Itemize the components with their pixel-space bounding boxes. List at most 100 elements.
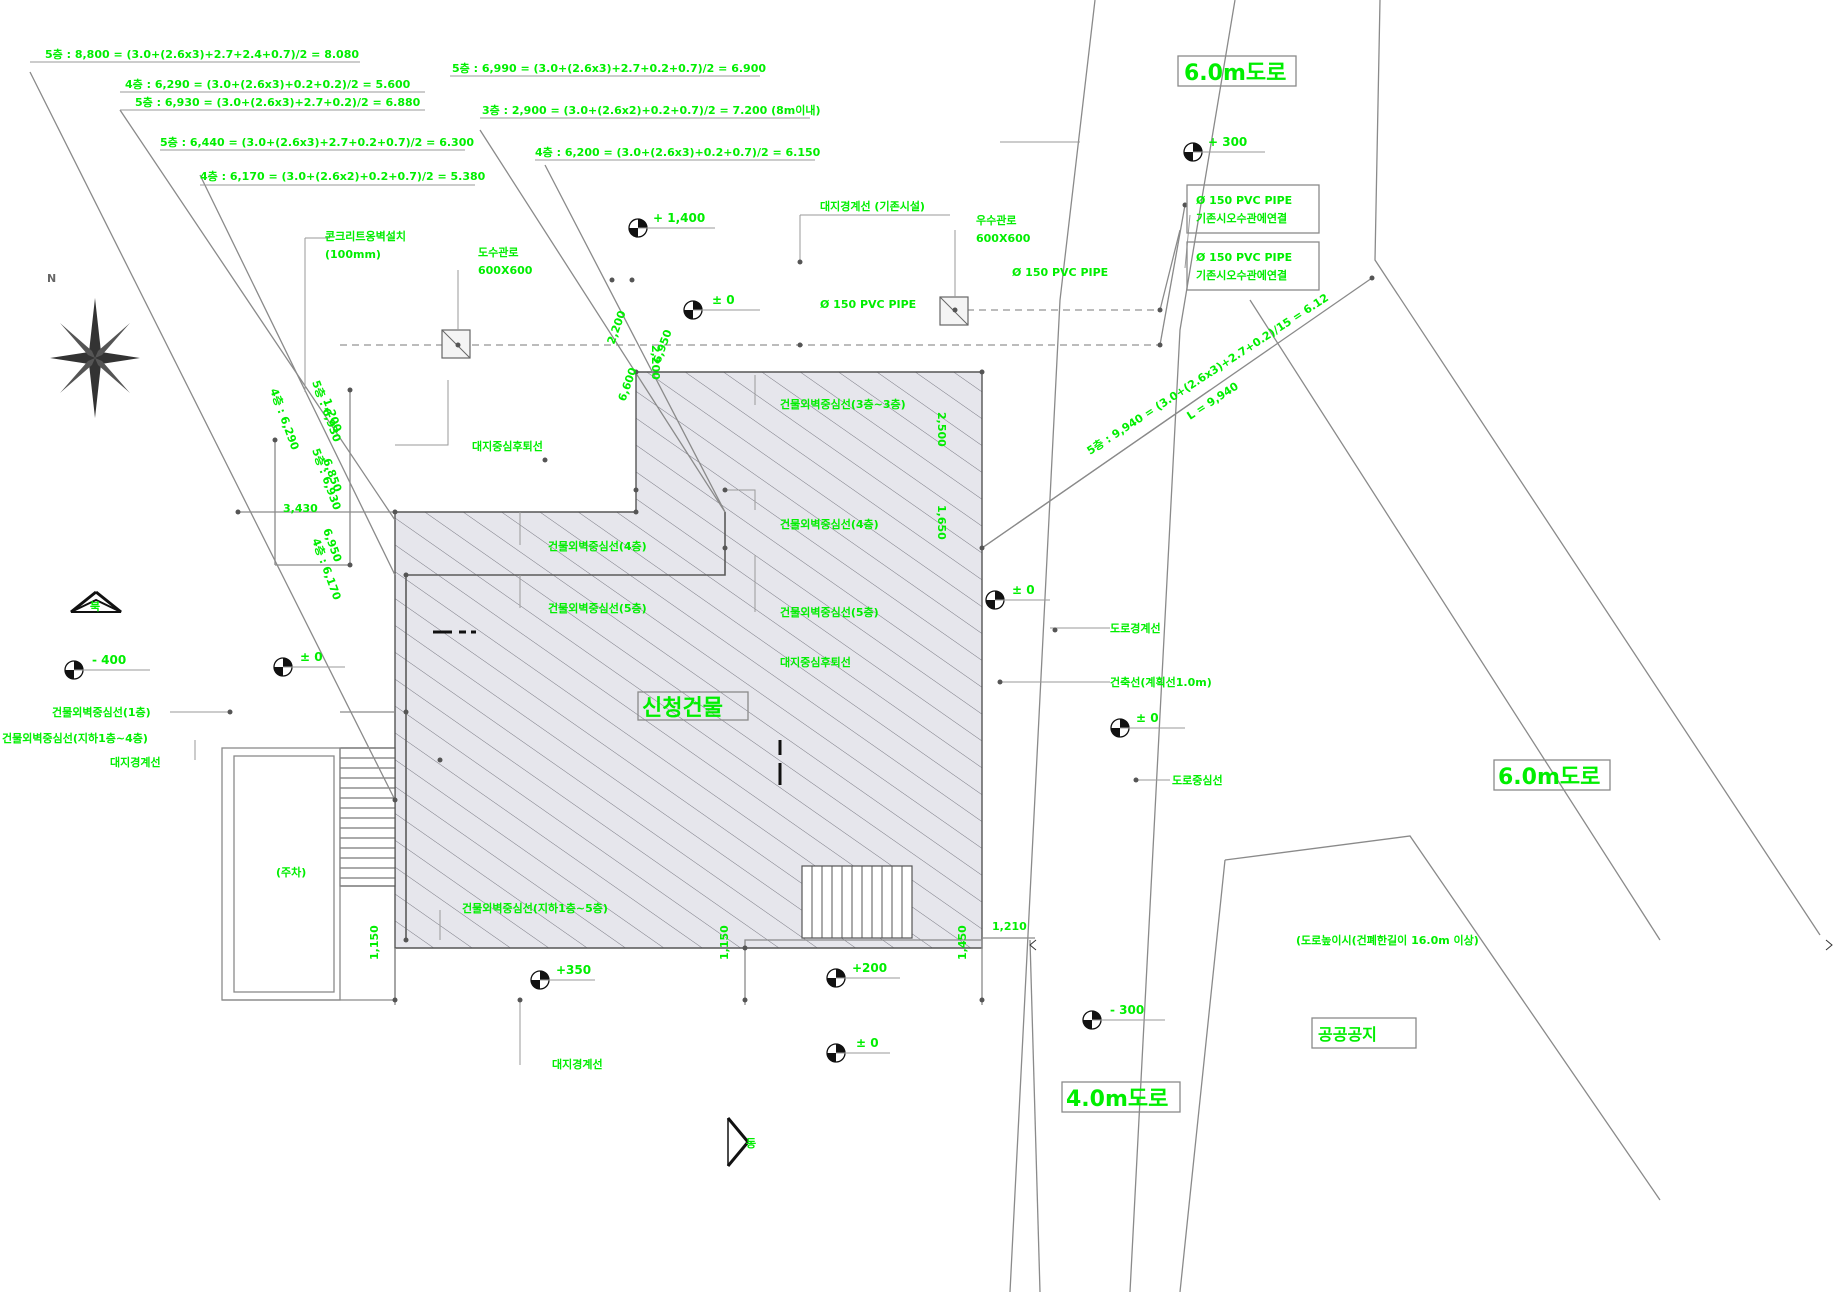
survey-point bbox=[1133, 777, 1139, 783]
road-center-label: 도로중심선 bbox=[1172, 773, 1223, 787]
wall-5f-right-label: 건물외벽중심선(5층) bbox=[780, 605, 879, 619]
dim-5: 2,500 bbox=[935, 412, 948, 447]
wall-4f-right-label: 건물외벽중심선(4층) bbox=[780, 517, 879, 531]
survey-point bbox=[403, 709, 409, 715]
dim-9: 1,150 bbox=[718, 925, 731, 960]
stairs-left bbox=[339, 747, 396, 887]
level-10: ± 0 bbox=[856, 1036, 879, 1050]
survey-point bbox=[455, 342, 461, 348]
dim-7: 3,430 bbox=[283, 502, 318, 515]
survey-point bbox=[517, 997, 523, 1003]
survey-point bbox=[403, 572, 409, 578]
survey-point bbox=[347, 387, 353, 393]
dim-10: 1,450 bbox=[956, 925, 969, 960]
survey-point bbox=[272, 437, 278, 443]
south-label: 동 bbox=[746, 1137, 756, 1150]
catch-basin-left: 도수관로 bbox=[478, 245, 518, 259]
formula-1: 5층 : 8,800 = (3.0+(2.6x3)+2.7+2.4+0.7)/2… bbox=[45, 47, 359, 61]
pipe-note-2: 기존시오수관에연결 bbox=[1196, 268, 1287, 282]
survey-point bbox=[742, 945, 748, 951]
level-8: +350 bbox=[556, 963, 591, 977]
leader-lines bbox=[30, 61, 1191, 1065]
north-arrow-icon: N bbox=[47, 272, 140, 418]
survey-point bbox=[227, 709, 233, 715]
survey-point bbox=[997, 679, 1003, 685]
west-direction-icon: 북 bbox=[70, 590, 122, 614]
pipe-label-4: Ø 150 PVC PIPE bbox=[820, 298, 916, 311]
concrete-wall-label: 콘크리트옹벽설치 bbox=[325, 229, 406, 243]
pipe-note-1: 기존시오수관에연결 bbox=[1196, 211, 1287, 225]
road-label-ne: 6.0m도로 bbox=[1184, 61, 1286, 86]
level-1: + 300 bbox=[1208, 135, 1247, 149]
survey-point bbox=[979, 545, 985, 551]
building-label: 신청건물 bbox=[642, 696, 723, 721]
dim-16: 4층 : 6,290 bbox=[267, 386, 302, 452]
site-center-2-label: 대지중심후퇴선 bbox=[780, 655, 851, 669]
survey-point bbox=[1052, 627, 1058, 633]
road-note: (도로높이시(건폐한길이 16.0m 이상) bbox=[1296, 933, 1479, 947]
survey-points bbox=[227, 202, 1375, 1003]
site-center-line-label: 대지중심후퇴선 bbox=[472, 439, 543, 453]
pipe-label-3: Ø 150 PVC PIPE bbox=[1012, 266, 1108, 279]
drainage-pipes bbox=[340, 204, 1186, 359]
formula-6: 5층 : 6,990 = (3.0+(2.6x3)+2.7+0.2+0.7)/2… bbox=[452, 61, 766, 75]
survey-point bbox=[722, 545, 728, 551]
survey-point bbox=[1182, 202, 1188, 208]
formula-3: 5층 : 6,930 = (3.0+(2.6x3)+2.7+0.2)/2 = 6… bbox=[135, 95, 421, 109]
road-boundary-label: 도로경계선 bbox=[1110, 621, 1161, 635]
stairs-bottom bbox=[801, 865, 913, 939]
survey-point bbox=[542, 457, 548, 463]
survey-point bbox=[742, 997, 748, 1003]
south-direction-icon: 동 bbox=[726, 1117, 756, 1167]
formula-9: 5층 : 9,940 = (3.0+(2.6x3)+2.7+0.2)/15 = … bbox=[1084, 290, 1331, 457]
site-lines bbox=[29, 71, 1373, 1005]
survey-point bbox=[1157, 342, 1163, 348]
survey-point bbox=[347, 562, 353, 568]
level-leaders bbox=[74, 151, 1265, 1054]
road-label-s: 4.0m도로 bbox=[1066, 1087, 1168, 1112]
level-4: ± 0 bbox=[1012, 583, 1035, 597]
building-line-label: 건축선(계획선1.0m) bbox=[1110, 675, 1212, 689]
formula-7: 3층 : 2,900 = (3.0+(2.6x2)+0.2+0.7)/2 = 7… bbox=[482, 103, 821, 117]
survey-point bbox=[403, 937, 409, 943]
survey-point bbox=[629, 277, 635, 283]
level-7: ± 0 bbox=[1136, 711, 1159, 725]
survey-point bbox=[797, 342, 803, 348]
dim-11: 1,210 bbox=[992, 920, 1027, 933]
survey-point bbox=[392, 509, 398, 515]
formula-5: 4층 : 6,170 = (3.0+(2.6x2)+0.2+0.7)/2 = 5… bbox=[200, 169, 486, 183]
survey-point bbox=[633, 487, 639, 493]
level-3: ± 0 bbox=[712, 293, 735, 307]
catch-basin-left-size: 600X600 bbox=[478, 264, 533, 277]
wall-5f-left-label: 건물외벽중심선(5층) bbox=[548, 601, 647, 615]
dim-6: 1,650 bbox=[935, 505, 948, 540]
level-5: - 400 bbox=[92, 653, 126, 667]
public-land-label: 공공공지 bbox=[1318, 1025, 1377, 1044]
catch-basin-right-size: 600X600 bbox=[976, 232, 1031, 245]
road-lines bbox=[1009, 0, 1821, 1292]
formula-8: 4층 : 6,200 = (3.0+(2.6x3)+0.2+0.7)/2 = 6… bbox=[535, 145, 821, 159]
level-9: +200 bbox=[852, 961, 887, 975]
wall-3f-label: 건물외벽중심선(3층~3층) bbox=[780, 397, 906, 411]
parking-label: (주차) bbox=[276, 865, 306, 879]
boundary-bottom-label: 대지경계선 bbox=[552, 1057, 603, 1071]
survey-point bbox=[952, 307, 958, 313]
survey-point bbox=[392, 797, 398, 803]
survey-point bbox=[633, 509, 639, 515]
concrete-wall-sub: (100mm) bbox=[325, 248, 381, 261]
survey-point bbox=[1157, 307, 1163, 313]
survey-point bbox=[609, 277, 615, 283]
wall-4f-left-label: 건물외벽중심선(4층) bbox=[548, 539, 647, 553]
level-6: ± 0 bbox=[300, 650, 323, 664]
boundary-top-label: 대지경계선 (기존시설) bbox=[820, 199, 925, 213]
pipe-label-1: Ø 150 PVC PIPE bbox=[1196, 194, 1292, 207]
boundary-left-label: 대지경계선 bbox=[110, 755, 161, 769]
road-label-e: 6.0m도로 bbox=[1498, 765, 1600, 790]
survey-point bbox=[979, 369, 985, 375]
road-label-boxes bbox=[637, 55, 1611, 1113]
survey-point bbox=[633, 369, 639, 375]
wall-bottom-label: 건물외벽중심선(지하1층~5층) bbox=[462, 901, 608, 915]
level-11: - 300 bbox=[1110, 1003, 1144, 1017]
survey-point bbox=[437, 757, 443, 763]
